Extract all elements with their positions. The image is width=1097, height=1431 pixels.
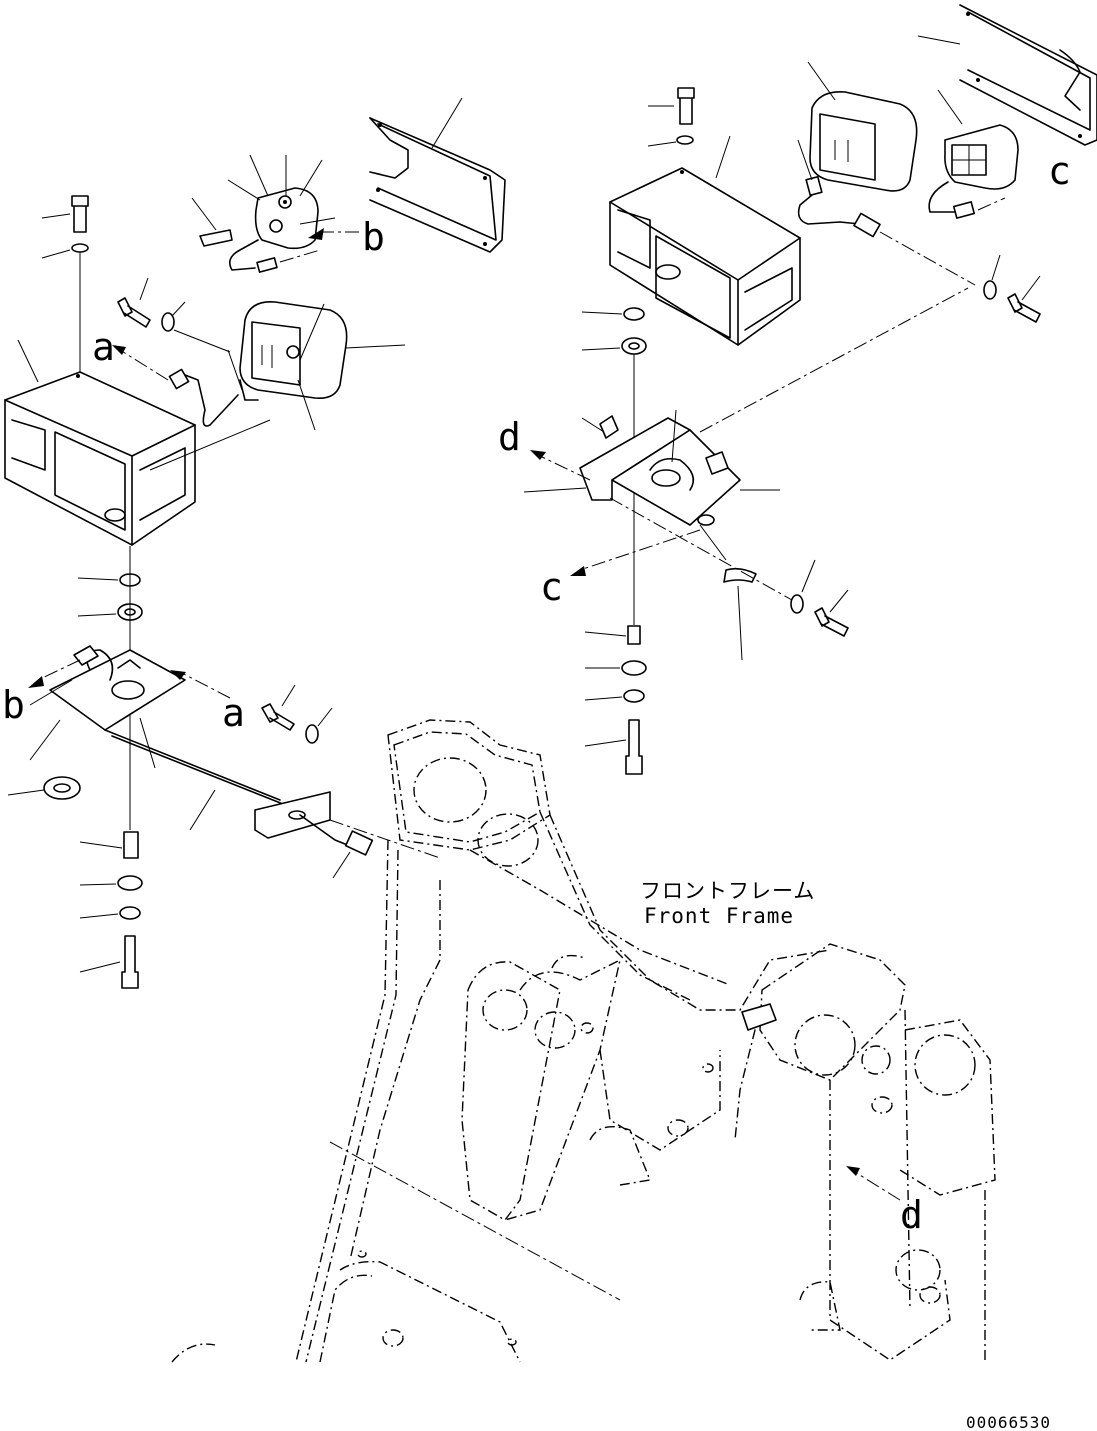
callout-c-upper: c (1048, 149, 1071, 193)
frame-label-japanese: フロントフレーム (640, 879, 815, 903)
right-lamp-assembly (523, 4, 1097, 775)
right-arrows (530, 450, 701, 576)
front-frame (171, 719, 996, 1363)
right-bracket-bolt (609, 497, 849, 637)
right-spacer-stack (581, 307, 647, 775)
left-lamp-bolt (117, 277, 231, 353)
drawing-number: 00066530 (966, 1413, 1051, 1431)
left-guard-frame (369, 97, 506, 253)
frame-label-english: Front Frame (644, 904, 794, 928)
callout-d-lower: d (900, 1193, 923, 1237)
callout-labels: a a b b c c d d (2, 149, 1071, 1237)
callout-b-upper: b (362, 215, 385, 259)
right-side-bolt (983, 254, 1041, 323)
left-top-bolt (41, 195, 89, 372)
callout-d-upper: d (498, 415, 521, 459)
right-lamp-housing (609, 135, 801, 346)
left-spacer-stack (7, 546, 143, 989)
callout-a-lower: a (222, 691, 245, 735)
right-top-bolt (647, 87, 695, 147)
left-mount-bracket (29, 645, 374, 879)
left-lamp-housing (4, 339, 271, 546)
right-guard-frame (917, 4, 1097, 146)
left-work-lamp (168, 301, 406, 431)
left-arrows (28, 228, 360, 699)
right-mount-bracket (523, 287, 969, 661)
callout-a-upper: a (92, 325, 115, 369)
left-lamp-assembly (4, 97, 506, 989)
right-work-lamp (797, 61, 976, 286)
right-small-lamp (928, 89, 1019, 219)
left-small-lamp (191, 154, 336, 273)
left-bracket-bolt (261, 684, 333, 744)
callout-c-lower: c (540, 565, 563, 609)
callout-b-lower: b (2, 683, 25, 727)
